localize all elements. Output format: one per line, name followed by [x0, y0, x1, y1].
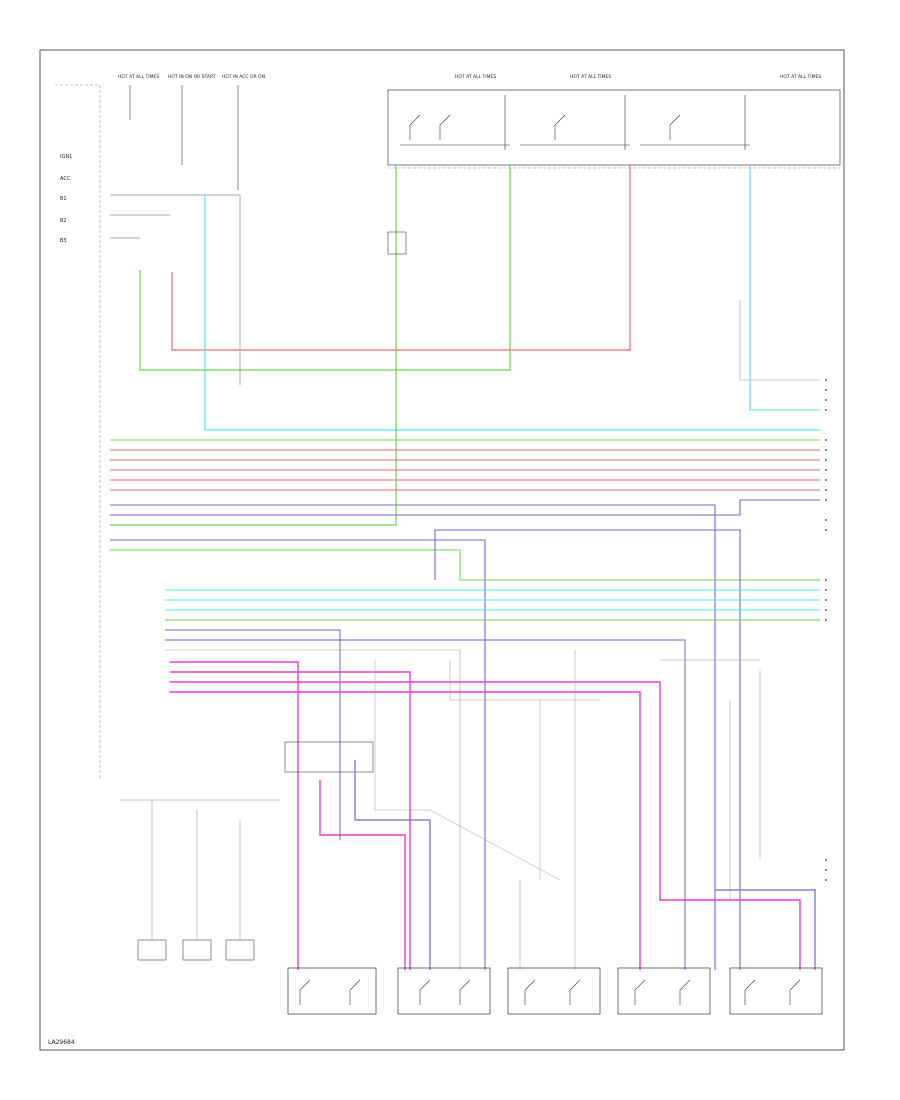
actuator-lf [729, 967, 823, 1015]
module-pin-label: IGN1 [60, 154, 72, 160]
footer-code: LA29684 [48, 1039, 75, 1046]
module-pin-label: B3 [60, 238, 67, 244]
actuator-boxes [287, 967, 823, 1015]
wire-green-main [110, 165, 397, 526]
bus-wires [110, 439, 820, 970]
small-relay [387, 231, 407, 255]
fuse-label: HOT IN ACC OR ON [222, 74, 265, 80]
wire-green [139, 165, 511, 371]
actuator-switches [299, 979, 801, 1005]
fuse-label: HOT AT ALL TIMES [118, 74, 159, 80]
actuator-back [617, 967, 711, 1015]
top-fuse-labels: HOT AT ALL TIMES HOT IN ON OR START HOT … [118, 74, 821, 80]
pin-bundle [165, 589, 820, 970]
module-pin-label: B1 [60, 196, 67, 202]
bottom-left-relays [120, 799, 280, 961]
top-relay-box [387, 89, 841, 166]
module-pin-label: B2 [60, 218, 67, 224]
magenta-wires [170, 661, 801, 970]
left-module-labels: IGN1 ACC B1 B2 B3 [60, 154, 72, 244]
actuator-lr [507, 967, 601, 1015]
center-relay-box [284, 741, 374, 773]
wire-cyan [204, 195, 820, 431]
left-module-stubs [110, 194, 240, 239]
diagram-frame [39, 49, 845, 1051]
gray-lines [374, 650, 761, 970]
module-pin-label: ACC [60, 176, 71, 182]
fuse-label: HOT IN ON OR START [168, 74, 216, 80]
fuse-label: HOT AT ALL TIMES [570, 74, 611, 80]
top-left-wires [139, 165, 820, 431]
fuse-drops [129, 85, 239, 190]
fuse-label: HOT AT ALL TIMES [780, 74, 821, 80]
relay-contacts [400, 95, 750, 150]
power-window-relay [137, 939, 167, 961]
power-window-relay [182, 939, 212, 961]
actuator-rr [287, 967, 377, 1015]
fuse-label: HOT AT ALL TIMES [455, 74, 496, 80]
blue-actuator-wires [354, 760, 816, 970]
wire-gray-right [739, 300, 820, 381]
right-pin-marks [825, 379, 827, 881]
wire-red [171, 165, 631, 351]
actuator-rf [397, 967, 491, 1015]
power-window-relay [225, 939, 255, 961]
wire-cyan-right [749, 165, 820, 411]
